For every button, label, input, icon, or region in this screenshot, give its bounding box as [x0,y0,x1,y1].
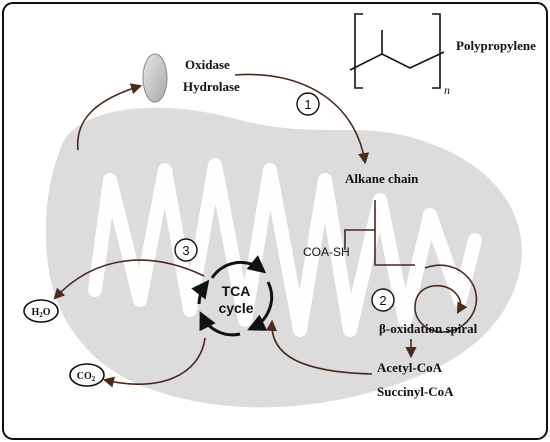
arrow-tca-to-co2 [102,337,206,388]
coa-sh-label: COA-SH [303,245,350,259]
enzyme-ellipse-icon [142,53,168,103]
enzyme-label-oxidase: Oxidase [185,57,230,72]
co2-badge [69,363,105,387]
step-2-number: 2 [379,293,386,308]
tca-cycle-arrows-icon [191,255,274,337]
polymer-label: Polypropylene [456,38,536,53]
coa-branch-lines [344,200,415,266]
step-3-number: 3 [182,243,189,258]
beta-oxidation-label: β-oxidation spiral [379,321,478,336]
tca-label-line2: cycle [218,300,253,316]
step-3-badge [174,238,198,262]
succinyl-coa-label: Succinyl-CoA [377,384,454,399]
mitochondrion-icon [45,107,522,408]
enzyme-label-hydrolase: Hydrolase [183,79,240,94]
co2-label: CO2 [77,371,96,383]
step-2-badge [371,288,395,312]
polymer-subscript: n [444,83,450,97]
arrow-acetyl-to-tca [265,319,373,375]
beta-oxidation-spiral-icon [414,264,478,333]
arrow-cycle-to-enzyme [76,83,143,151]
acetyl-coa-label: Acetyl-CoA [377,360,443,375]
arrow-tca-to-water [53,259,205,300]
tca-label-line1: TCA [222,283,251,299]
alkane-label: Alkane chain [345,171,419,186]
polymer-structure-icon [349,13,445,89]
arrow-step1 [234,73,370,165]
water-badge [23,299,59,323]
beta-oxidation-rest: -oxidation spiral [386,321,478,336]
beta-symbol: β [379,321,386,336]
water-label: H2O [31,307,50,319]
step-1-number: 1 [304,97,311,112]
step-1-badge [296,92,320,116]
